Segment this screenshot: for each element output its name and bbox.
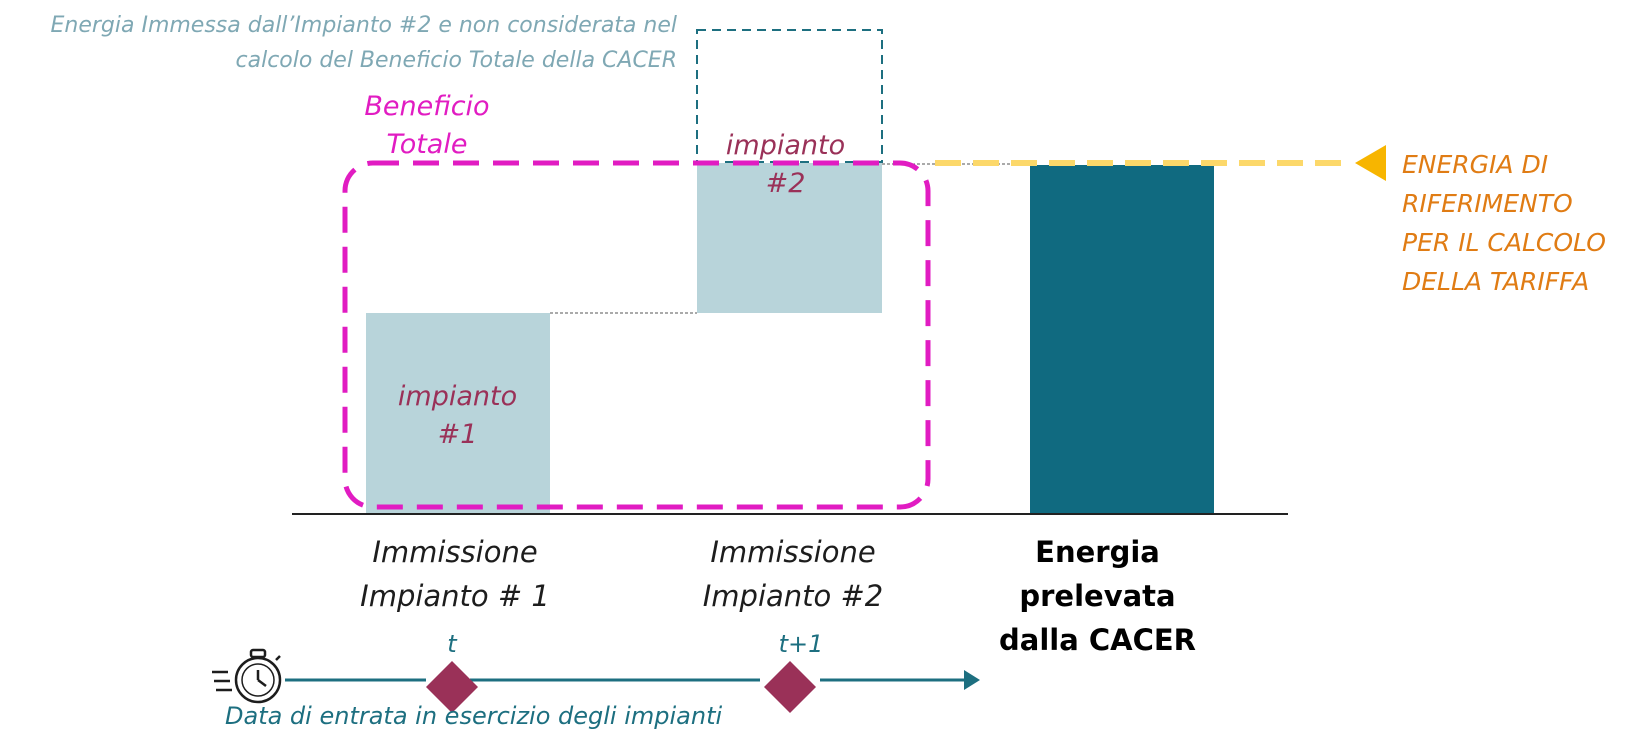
- category-label-impianto-2: Immissione Impianto #2: [668, 530, 918, 618]
- bar-energia-prelevata: [1030, 165, 1214, 513]
- timeline-tick-t: t: [447, 630, 457, 658]
- bar-impianto-2: [697, 163, 882, 313]
- category-label-energia-prelevata-line1: Energia prelevata: [1019, 535, 1176, 613]
- category-label-impianto-1-line1: Immissione: [372, 535, 538, 569]
- timeline-diamond-t1: [764, 661, 816, 713]
- timeline-arrow-head: [964, 670, 980, 690]
- bar-label-impianto-1-line1: impianto: [397, 381, 518, 412]
- beneficio-totale-box: [342, 160, 931, 510]
- reference-arrow: [1355, 145, 1386, 181]
- timeline-tick-t1: t+1: [778, 630, 824, 658]
- category-label-impianto-2-line1: Immissione: [710, 535, 876, 569]
- category-label-impianto-1: Immissione Impianto # 1: [330, 530, 580, 618]
- excluded-energy-note: Energia Immessa dall’Impianto #2 e non c…: [50, 13, 677, 73]
- bar-label-impianto-1-line2: #1: [437, 419, 478, 450]
- bar-label-impianto-1: impianto #1: [365, 378, 550, 454]
- timeline-diamond-t: [426, 661, 478, 713]
- category-label-energia-prelevata: Energia prelevata dalla CACER: [960, 530, 1235, 662]
- category-label-impianto-1-line2: Impianto # 1: [360, 579, 550, 613]
- energia-riferimento-label: ENERGIA DI RIFERIMENTO PER IL CALCOLO DE…: [1402, 150, 1606, 296]
- bar-impianto-1: [366, 313, 550, 513]
- beneficio-totale-label: Beneficio Totale: [364, 91, 490, 160]
- bar-label-impianto-2-line2: #2: [765, 168, 806, 199]
- bar-label-impianto-2: impianto #2: [693, 127, 878, 203]
- stopwatch-icon: [212, 648, 282, 704]
- category-label-energia-prelevata-line2: dalla CACER: [998, 623, 1197, 657]
- bar-label-impianto-2-line1: impianto: [725, 130, 846, 161]
- timeline-caption: Data di entrata in esercizio degli impia…: [225, 702, 723, 730]
- category-label-impianto-2-line2: Impianto #2: [702, 579, 884, 613]
